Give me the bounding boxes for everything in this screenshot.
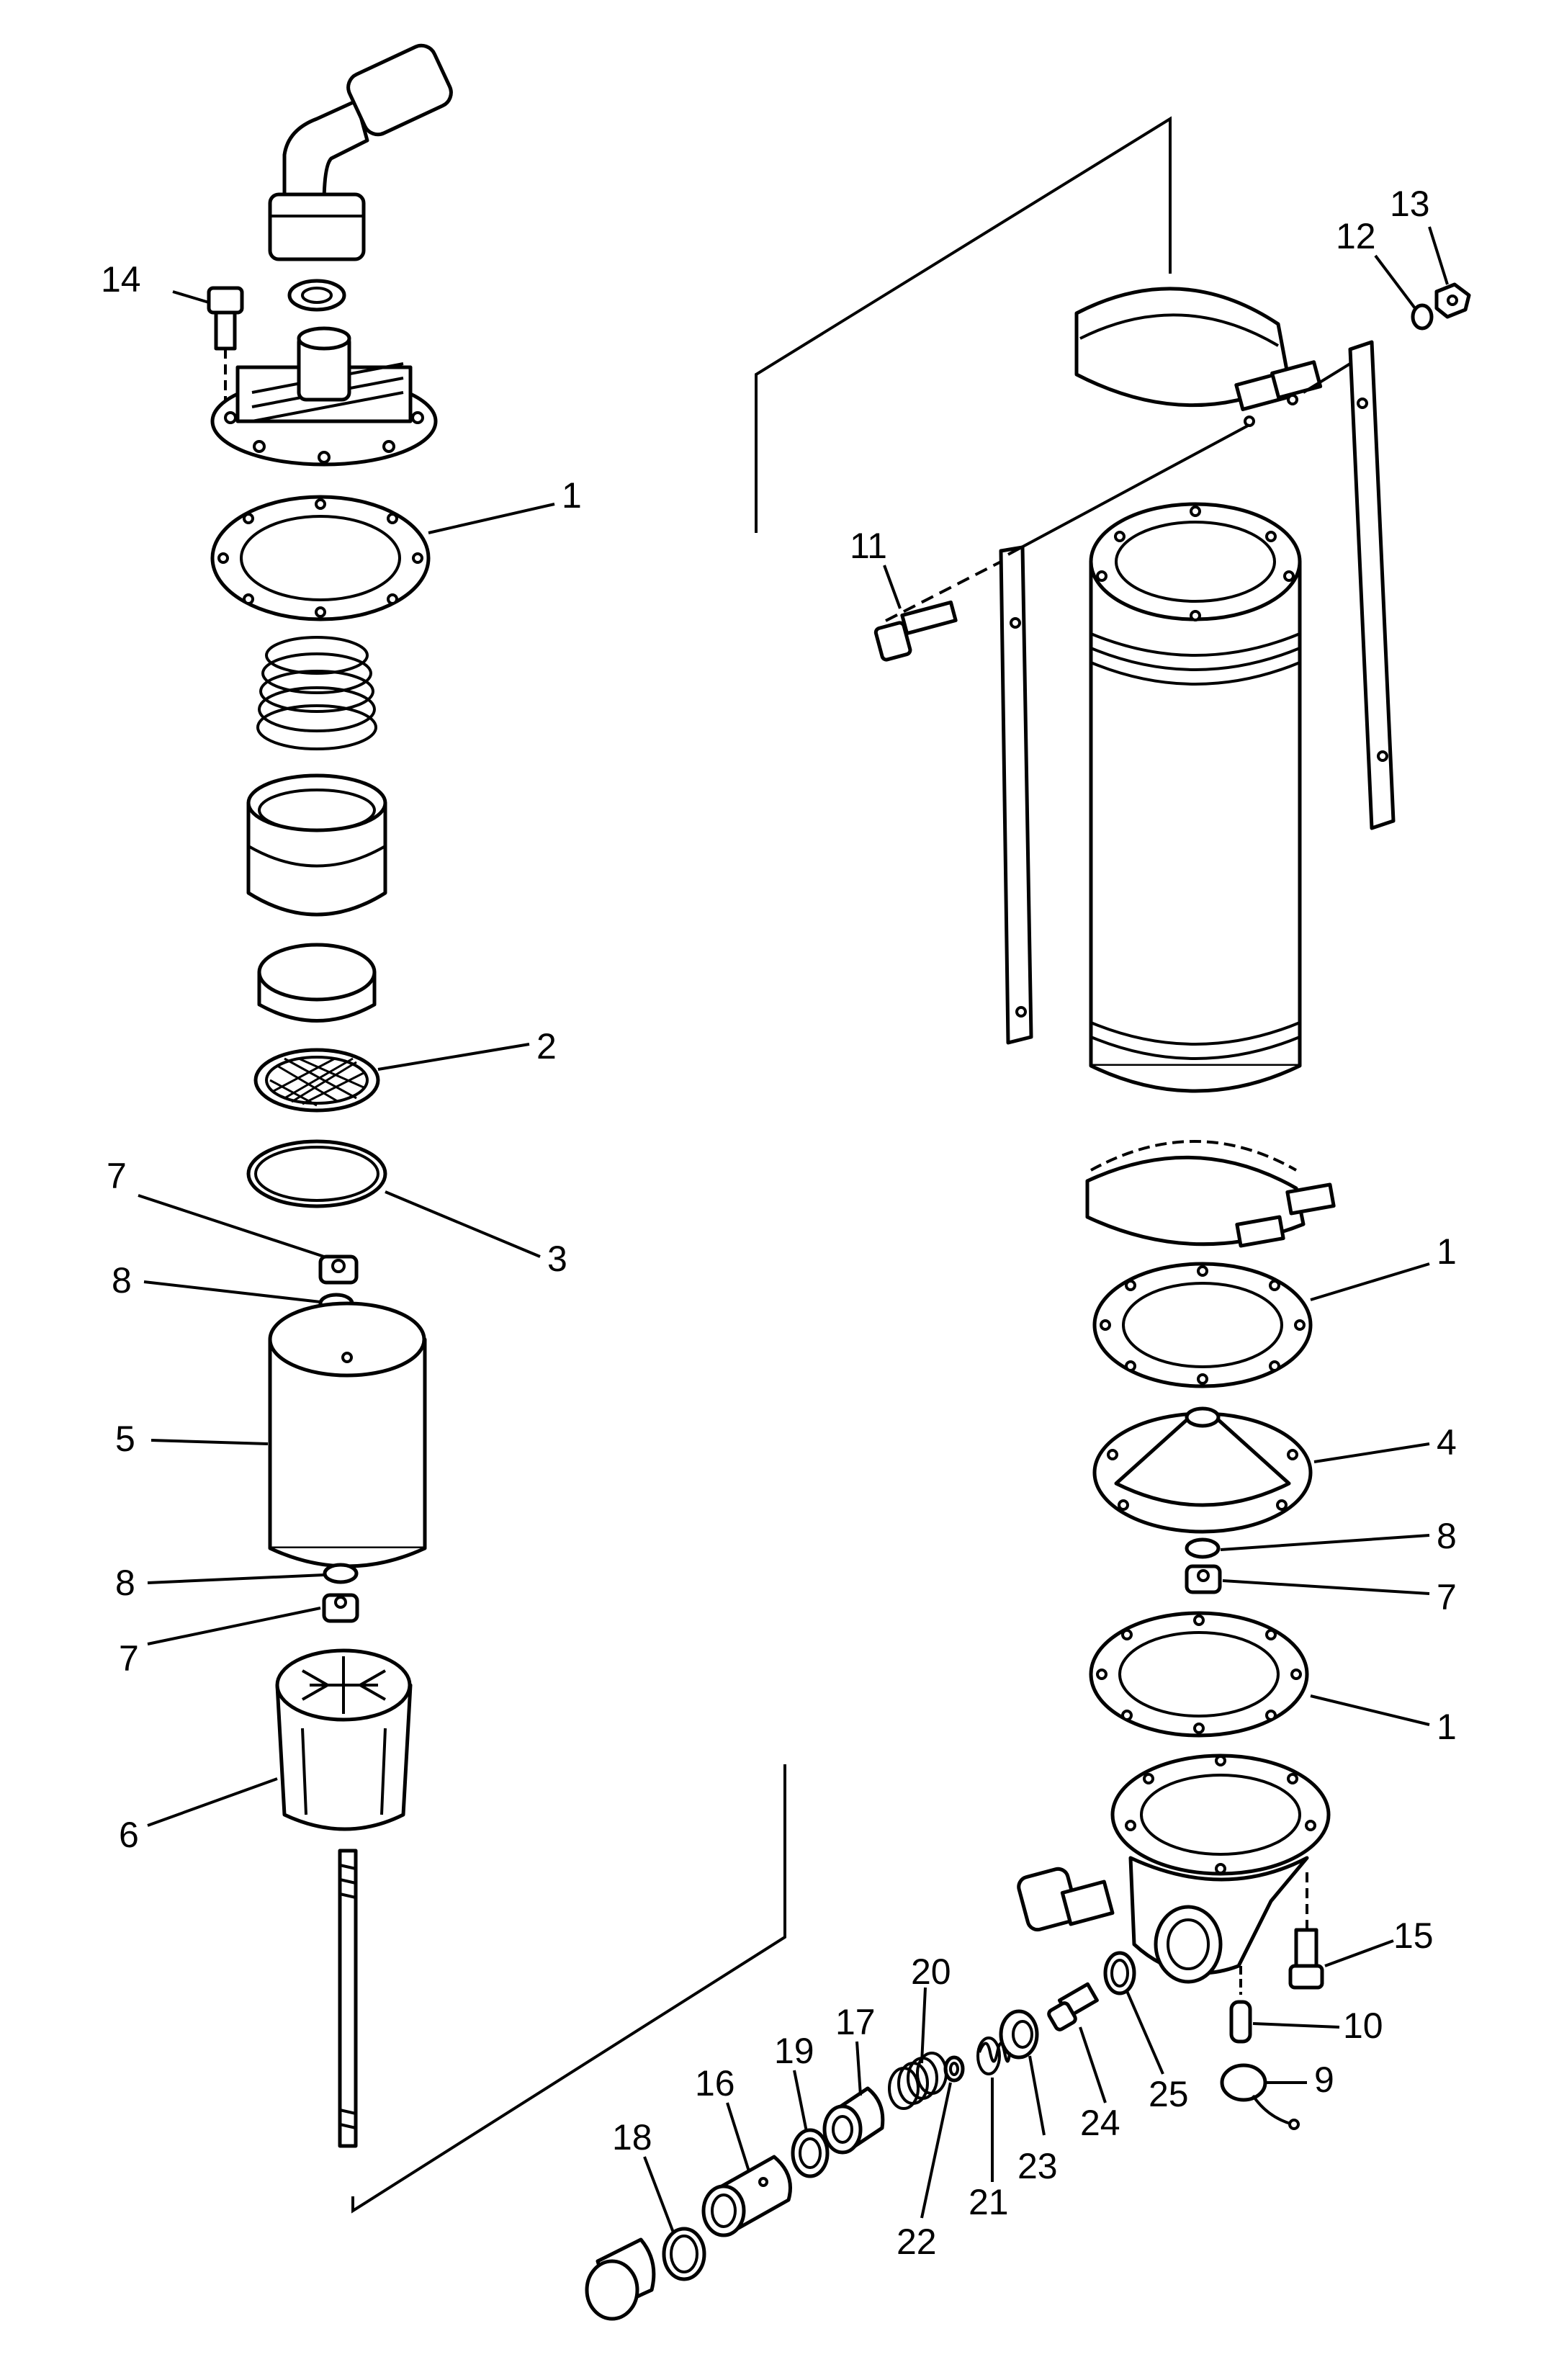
nut-13 (1434, 282, 1471, 319)
washer-8-left-bottom (323, 1563, 359, 1584)
callout-7-left-top: 7 (107, 1156, 127, 1196)
callout-1-right-top: 1 (1437, 1231, 1457, 1272)
callout-18: 18 (612, 2117, 652, 2157)
callout-1-top: 1 (562, 475, 582, 516)
callout-6: 6 (119, 1815, 139, 1855)
fitting-24 (1047, 1982, 1099, 2031)
filter-disc (257, 943, 377, 1023)
sleeve-16 (701, 2155, 792, 2237)
callout-21: 21 (969, 2182, 1009, 2222)
callout-16: 16 (695, 2063, 735, 2103)
plug-18 (585, 2237, 656, 2321)
nut-7-left-top (318, 1254, 359, 1285)
callout-22: 22 (897, 2222, 937, 2262)
strap-left (885, 423, 1250, 1045)
nut-7-right (1185, 1564, 1222, 1594)
o-ring-3 (246, 1139, 387, 1208)
side-plug (1017, 1867, 1115, 1932)
callout-20: 20 (911, 1952, 951, 1992)
assembly-frame-lower (351, 1764, 786, 2214)
spring (256, 636, 377, 750)
seat-23 (999, 2009, 1039, 2060)
assembly-frame-upper (755, 116, 1172, 533)
callout-25: 25 (1149, 2074, 1189, 2114)
lower-band-clamp (1085, 1140, 1336, 1248)
housing-6 (275, 1648, 413, 1831)
gasket-1-top (210, 495, 431, 621)
pin-10 (1229, 1966, 1252, 2044)
washer-12 (1411, 303, 1434, 331)
strap-right (1302, 340, 1396, 830)
filter-element-5 (268, 1301, 427, 1568)
screen-2 (253, 1048, 380, 1113)
filter-cup (246, 773, 387, 917)
callout-9: 9 (1314, 2060, 1334, 2100)
stud-rod (338, 1849, 358, 2148)
callout-15: 15 (1393, 1916, 1434, 1956)
valve-body (1110, 1753, 1331, 1984)
callout-3: 3 (547, 1239, 567, 1279)
callout-12: 12 (1336, 216, 1376, 256)
callout-5: 5 (115, 1419, 135, 1459)
o-ring-25-hole (1110, 1959, 1129, 1988)
callout-23: 23 (1017, 2146, 1058, 2186)
bolt-14 (207, 286, 244, 403)
leader-lines (138, 226, 1449, 2233)
main-cylinder (1089, 502, 1302, 1093)
callout-8-right: 8 (1437, 1516, 1457, 1556)
gasket-1-right-bottom (1089, 1611, 1309, 1738)
callout-24: 24 (1080, 2103, 1120, 2143)
callout-13: 13 (1390, 184, 1430, 224)
cap-9 (1220, 2063, 1300, 2130)
bolt-11 (873, 600, 958, 662)
callout-numbers: 1 2 3 7 8 5 8 7 6 14 13 12 11 1 4 8 7 1 … (101, 184, 1457, 2262)
nut-7-left-bottom (322, 1593, 359, 1623)
callout-17: 17 (835, 2002, 876, 2042)
callout-14: 14 (101, 259, 141, 300)
o-ring-18 (662, 2227, 706, 2281)
upper-band-clamp (1074, 287, 1323, 427)
callout-19: 19 (774, 2031, 814, 2071)
o-ring-19 (791, 2128, 830, 2178)
callout-1-right-bottom: 1 (1437, 1707, 1457, 1747)
washer-22-hole (949, 2062, 959, 2076)
cone-plate-4 (1092, 1406, 1313, 1534)
callout-8-left-top: 8 (112, 1260, 132, 1301)
bolt-15 (1288, 1872, 1324, 1990)
washer-8-right (1185, 1537, 1221, 1559)
callout-7-left-bottom: 7 (119, 1638, 139, 1679)
callout-7-right: 7 (1437, 1577, 1457, 1617)
callout-10: 10 (1343, 2006, 1383, 2046)
callout-4: 4 (1437, 1422, 1457, 1463)
top-head-flange (210, 326, 438, 467)
piston-17 (822, 2086, 885, 2155)
callout-11: 11 (850, 526, 887, 566)
gasket-1-right-top (1092, 1262, 1313, 1388)
spring-20 (888, 2052, 948, 2110)
spring-21 (976, 2037, 1011, 2075)
elbow-pipe (268, 43, 453, 261)
callout-2: 2 (536, 1026, 557, 1066)
callout-8-left-bottom: 8 (115, 1563, 135, 1603)
pipe-washer-hole (301, 287, 333, 304)
